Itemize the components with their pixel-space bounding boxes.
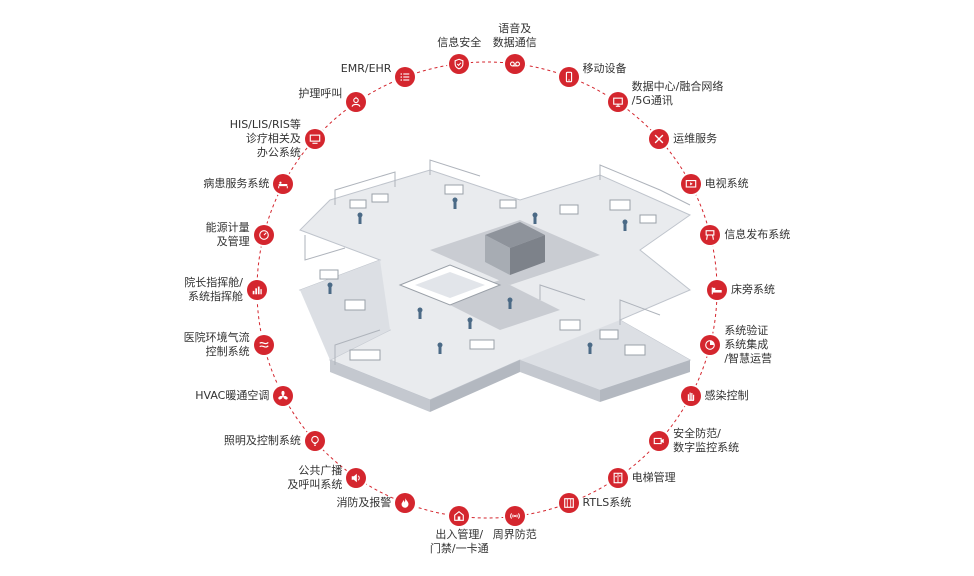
radar-icon <box>509 513 520 520</box>
system-node <box>449 506 470 527</box>
system-label: 信息发布系统 <box>724 228 791 242</box>
pie-chart-icon <box>705 339 716 350</box>
system-node <box>504 506 525 527</box>
nurse-icon <box>351 97 361 108</box>
system-label: 电梯管理 <box>631 470 676 484</box>
system-node <box>273 385 294 406</box>
fan-icon <box>278 390 288 400</box>
system-label: 能源计量 及管理 <box>205 221 250 249</box>
system-node <box>558 66 579 87</box>
system-label: HIS/LIS/RIS等 诊疗相关及 办公系统 <box>229 117 301 159</box>
system-node <box>607 467 628 488</box>
location-tracking-icon <box>563 498 574 509</box>
hand-icon <box>687 392 694 401</box>
shield-icon <box>454 58 464 70</box>
system-node <box>649 431 670 452</box>
tv-icon <box>685 180 696 188</box>
system-label: EMR/EHR <box>340 61 392 75</box>
system-node <box>680 174 701 195</box>
fire-icon <box>402 498 409 508</box>
system-node <box>304 128 325 149</box>
record-list-icon <box>400 73 410 81</box>
mobile-phone-icon <box>565 71 572 83</box>
system-node <box>253 225 274 246</box>
elevator-core <box>485 222 545 275</box>
access-control-icon <box>454 511 465 522</box>
system-node <box>395 493 416 514</box>
system-label: 照明及控制系统 <box>223 434 301 448</box>
system-label: HVAC暖通空调 <box>195 388 270 402</box>
system-node <box>346 92 367 113</box>
elevator-icon <box>613 472 623 483</box>
lightbulb-icon <box>311 436 319 447</box>
system-label: 消防及报警 <box>336 496 392 510</box>
signboard-icon <box>705 230 715 241</box>
bed-icon <box>711 287 722 295</box>
room-walls <box>304 159 691 365</box>
system-node <box>273 174 294 195</box>
system-node <box>707 280 727 300</box>
system-label: 系统验证 系统集成 /智慧运营 <box>724 323 773 365</box>
system-node <box>607 92 628 113</box>
system-label: 安全防范/ 数字监控系统 <box>673 427 740 455</box>
system-label: 移动设备 <box>582 61 627 75</box>
system-node <box>449 53 470 74</box>
system-node <box>504 53 525 74</box>
system-node <box>700 225 721 246</box>
monitor-icon <box>612 97 623 108</box>
system-node <box>253 334 274 355</box>
room-furniture <box>319 184 657 361</box>
system-label: 感染控制 <box>704 388 749 402</box>
tools-icon <box>654 134 664 144</box>
computer-icon <box>309 134 321 144</box>
dashboard-icon <box>252 286 262 295</box>
airflow-icon <box>258 341 269 348</box>
system-label: RTLS系统 <box>582 496 632 510</box>
speaker-icon <box>352 473 361 482</box>
system-label: 电视系统 <box>704 177 749 191</box>
system-label: 院长指挥舱/ 系统指挥舱 <box>184 276 243 303</box>
voicemail-icon <box>509 61 520 67</box>
people-figures <box>327 197 628 354</box>
patient-bed-icon <box>278 181 289 189</box>
system-node <box>649 128 670 149</box>
system-node <box>558 493 579 514</box>
system-label: 信息安全 <box>437 35 482 49</box>
system-label: 病患服务系统 <box>203 177 270 191</box>
nurse-station <box>398 264 502 306</box>
system-label: 护理呼叫 <box>298 87 343 101</box>
system-label: 出入管理/ 门禁/一卡通 <box>429 528 489 556</box>
energy-meter-icon <box>258 230 269 241</box>
system-label: 公共广播 及呼叫系统 <box>287 463 343 491</box>
system-node <box>304 431 325 452</box>
system-label: 周界防范 <box>492 528 537 542</box>
system-node <box>395 66 416 87</box>
system-node <box>700 334 721 355</box>
system-label: 语音及 数据通信 <box>492 21 537 49</box>
system-node <box>346 467 367 488</box>
system-label: 数据中心/融合网络 /5G通讯 <box>631 80 724 108</box>
system-label: 医院环境气流 控制系统 <box>183 330 250 358</box>
system-label: 运维服务 <box>673 131 718 145</box>
system-node <box>247 280 267 300</box>
system-node <box>680 385 701 406</box>
camera-icon <box>653 438 664 445</box>
system-label: 床旁系统 <box>731 283 775 296</box>
